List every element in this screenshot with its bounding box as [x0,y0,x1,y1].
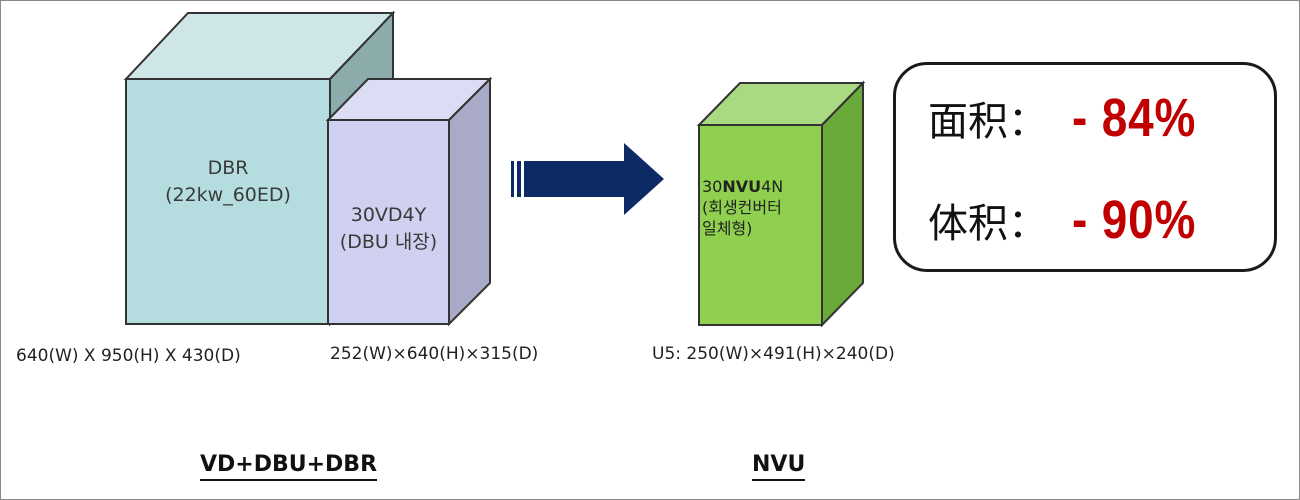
reduction-summary: 面积： - 84% 体积： - 90% [893,62,1277,272]
vd-cube-side [448,76,491,327]
dbr-dimensions: 640(W) X 950(H) X 430(D) [16,346,241,366]
volume-label: 体积： [928,201,1048,247]
nvu-label: 30NVU4N (회생컨버터 일체형) [702,177,822,239]
volume-value: - 90% [1072,190,1197,250]
area-value: - 84% [1072,88,1197,148]
nvu-desc-1: (회생컨버터 [702,197,782,217]
conversion-arrow [511,143,664,215]
nvu-cube-front [698,124,823,326]
nvu-dimensions: U5: 250(W)×491(H)×240(D) [652,344,895,364]
vd-dimensions: 252(W)×640(H)×315(D) [330,344,539,364]
nvu-desc-2: 일체형) [702,218,753,238]
caption-before: VD+DBU+DBR [200,452,378,481]
dbr-label: DBR (22kw_60ED) [126,155,330,208]
dbr-spec: (22kw_60ED) [165,183,291,206]
caption-after: NVU [752,452,806,481]
nvu-model: 30NVU4N [702,177,784,196]
vd-spec: (DBU 내장) [339,230,438,253]
vd-label: 30VD4Y (DBU 내장) [326,202,451,255]
nvu-cube-side [821,80,864,328]
vd-name: 30VD4Y [350,204,427,226]
vd-cube-front [327,119,450,325]
volume-row: 体积： - 90% [928,189,1218,251]
area-row: 面积： - 84% [928,87,1218,149]
dbr-name: DBR [207,157,249,179]
area-label: 面积： [928,99,1048,145]
